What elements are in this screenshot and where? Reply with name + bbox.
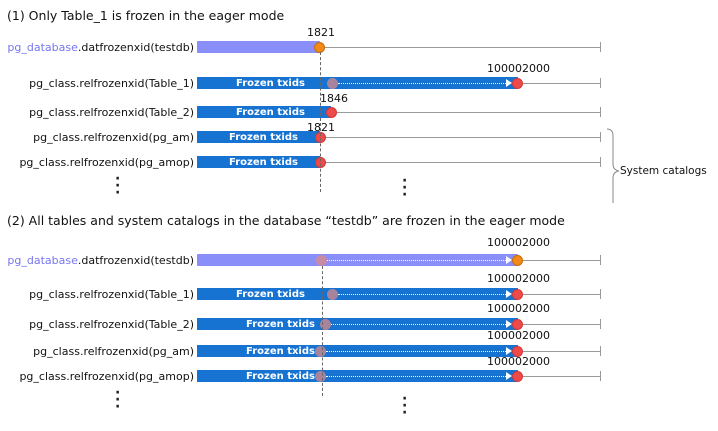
arrowhead-icon	[506, 372, 512, 380]
advance-arrow	[338, 294, 506, 295]
old-marker	[316, 255, 327, 266]
value-label: 100002000	[487, 62, 550, 75]
system-catalogs-label: System catalogs	[620, 165, 707, 177]
timeline-end	[600, 42, 601, 52]
timeline-end	[600, 319, 601, 329]
value-label: 100002000	[487, 272, 550, 285]
db-name: pg_database	[7, 41, 78, 54]
value-label: 100002000	[487, 302, 550, 315]
timeline-end	[600, 157, 601, 167]
timeline-end	[600, 107, 601, 117]
continuation-dots: ···	[115, 171, 121, 201]
continuation-dots: ···	[402, 173, 408, 203]
row-label: pg_class.relfrozenxid(pg_am)	[33, 345, 194, 358]
frozen-txids-label: Frozen txids	[236, 107, 305, 118]
old-marker	[327, 78, 338, 89]
old-marker	[315, 371, 326, 382]
continuation-dots: ···	[402, 391, 408, 421]
guide-line	[322, 266, 323, 396]
value-label: 1846	[320, 92, 348, 105]
row-label: pg_class.relfrozenxid(Table_1)	[29, 77, 194, 90]
frozen-txids-label: Frozen txids	[246, 346, 315, 357]
timeline-end	[600, 132, 601, 142]
row-label: pg_database.datfrozenxid(testdb)	[7, 254, 194, 267]
advance-arrow	[327, 260, 506, 261]
section1-heading: (1) Only Table_1 is frozen in the eager …	[7, 8, 285, 23]
frozen-txids-bar	[197, 156, 320, 168]
frozen-txids-bar	[197, 131, 320, 143]
row-label: pg_database.datfrozenxid(testdb)	[7, 41, 194, 54]
datfrozenxid-marker	[512, 255, 523, 266]
continuation-dots: ···	[115, 385, 121, 415]
relfrozenxid-marker	[512, 289, 523, 300]
section2-heading: (2) All tables and system catalogs in th…	[7, 213, 565, 228]
arrowhead-icon	[506, 320, 512, 328]
advance-arrow	[338, 83, 506, 84]
arrowhead-icon	[506, 347, 512, 355]
value-label: 1821	[307, 121, 335, 134]
frozen-txids-bar	[197, 106, 331, 118]
relfrozenxid-marker	[512, 371, 523, 382]
row-label: pg_class.relfrozenxid(pg_amop)	[19, 156, 194, 169]
value-label: 100002000	[487, 236, 550, 249]
value-label: 1821	[307, 26, 335, 39]
value-label: 100002000	[487, 355, 550, 368]
advance-arrow	[326, 376, 506, 377]
row-label: pg_class.relfrozenxid(pg_am)	[33, 131, 194, 144]
frozen-txids-label: Frozen txids	[229, 132, 298, 143]
timeline-end	[600, 78, 601, 88]
frozen-txids-label: Frozen txids	[229, 157, 298, 168]
row-label: pg_class.relfrozenxid(Table_2)	[29, 318, 194, 331]
row-label: pg_class.relfrozenxid(pg_amop)	[19, 370, 194, 383]
timeline	[197, 47, 600, 48]
frozen-txids-label: Frozen txids	[246, 371, 315, 382]
datfrozenxid-bar	[197, 41, 320, 53]
frozen-txids-label: Frozen txids	[236, 289, 305, 300]
arrowhead-icon	[506, 79, 512, 87]
advance-arrow	[331, 324, 506, 325]
frozen-txids-label: Frozen txids	[246, 319, 315, 330]
datfrozenxid-marker	[314, 42, 325, 53]
old-marker	[320, 319, 331, 330]
timeline-end	[600, 255, 601, 265]
relfrozenxid-marker	[512, 78, 523, 89]
old-marker	[327, 289, 338, 300]
value-label: 100002000	[487, 329, 550, 342]
timeline-end	[600, 289, 601, 299]
timeline	[197, 137, 600, 138]
timeline	[197, 112, 600, 113]
db-name: pg_database	[7, 254, 78, 267]
old-marker	[315, 346, 326, 357]
relfrozenxid-marker	[326, 107, 337, 118]
timeline	[197, 162, 600, 163]
guide-line	[320, 52, 321, 192]
system-catalogs-brace	[606, 128, 620, 203]
advance-arrow	[326, 351, 506, 352]
timeline-end	[600, 346, 601, 356]
timeline-end	[600, 371, 601, 381]
relfrozenxid-marker	[512, 346, 523, 357]
arrowhead-icon	[506, 256, 512, 264]
relfrozenxid-marker	[512, 319, 523, 330]
arrowhead-icon	[506, 290, 512, 298]
row-label: pg_class.relfrozenxid(Table_2)	[29, 106, 194, 119]
frozen-txids-label: Frozen txids	[236, 78, 305, 89]
row-label: pg_class.relfrozenxid(Table_1)	[29, 288, 194, 301]
